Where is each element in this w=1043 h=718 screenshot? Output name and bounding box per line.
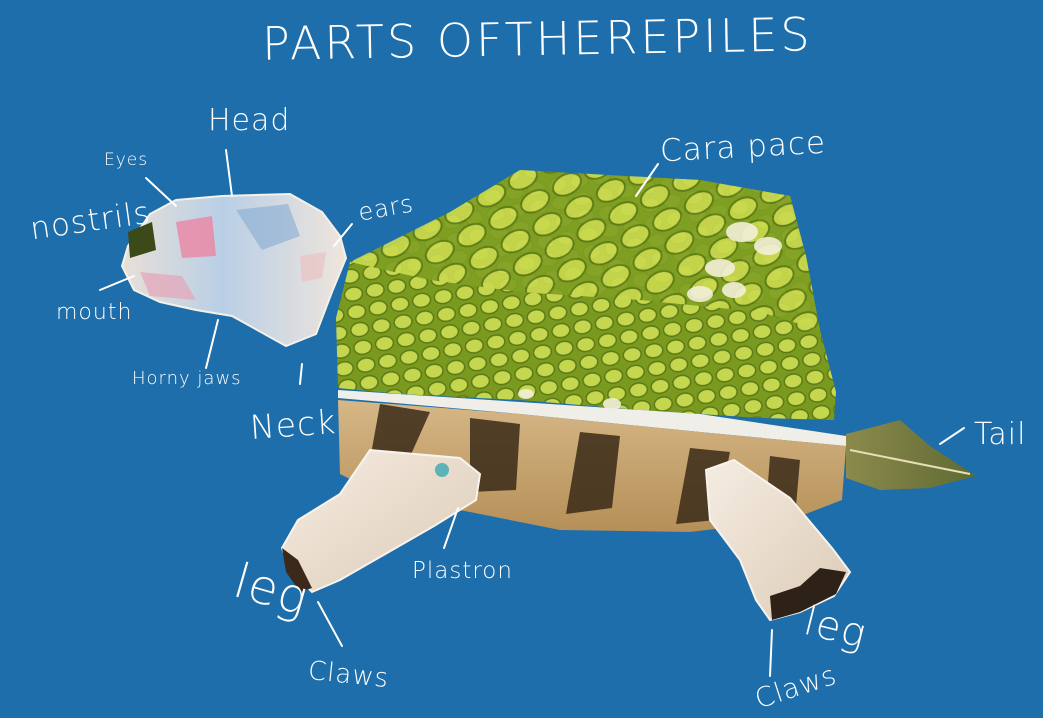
head-pointer <box>226 150 232 196</box>
claws-right-pointer <box>770 630 772 676</box>
label-eyes: Eyes <box>104 152 148 169</box>
label-horny-jaws: Horny jaws <box>132 370 242 388</box>
label-plastron: Plastron <box>412 560 513 583</box>
label-mouth: mouth <box>56 302 132 324</box>
tail-shape <box>846 420 976 490</box>
claws-left-pointer <box>318 602 342 646</box>
label-carapace: Cara pace <box>659 128 826 168</box>
label-head: Head <box>208 106 290 136</box>
diagram-title: PARTS OFTHEREPILES <box>262 11 813 67</box>
horny-jaws-pointer <box>206 320 218 368</box>
mouth-pointer <box>100 276 134 290</box>
tail-pointer <box>940 428 964 444</box>
neck-pointer <box>300 364 302 384</box>
label-claws-left: Claws <box>307 658 390 692</box>
label-tail: Tail <box>974 420 1026 450</box>
eyes-pointer <box>146 178 176 206</box>
eye-patch <box>176 216 216 258</box>
head-shape <box>122 194 346 346</box>
label-neck: Neck <box>249 405 337 444</box>
